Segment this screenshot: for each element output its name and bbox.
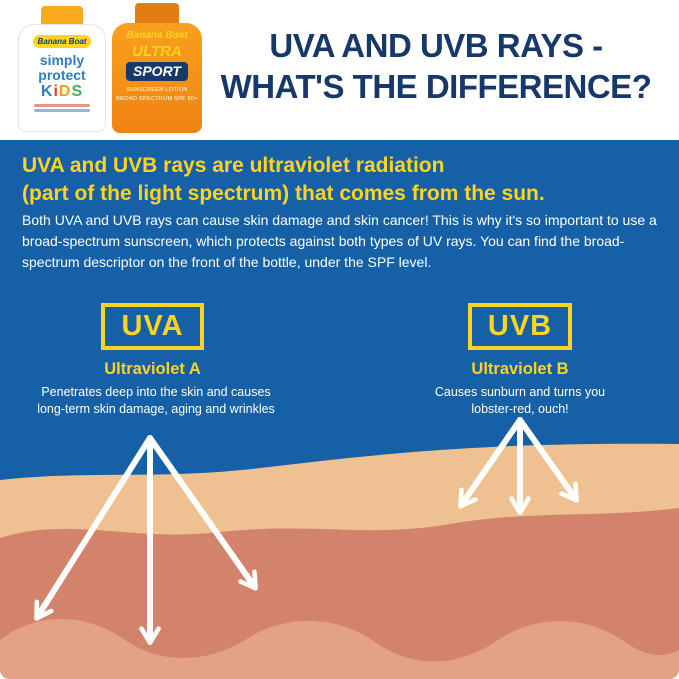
- product-name-line1: ULTRA: [132, 43, 182, 60]
- uvb-description: Causes sunburn and turns you lobster-red…: [434, 385, 606, 417]
- uva-ray-left: [34, 435, 153, 621]
- brand-logo: Banana Boat: [32, 35, 92, 48]
- header: Banana Boat simply protect KiDS Banana B…: [0, 0, 679, 140]
- kids-letter: S: [71, 83, 84, 101]
- product-name: simply protect: [19, 53, 105, 82]
- product-name-line2: protect: [38, 66, 86, 83]
- product-name-line2: SPORT: [126, 61, 188, 81]
- uvb-column: UVB Ultraviolet B Causes sunburn and tur…: [402, 303, 638, 418]
- uva-ray-right: [147, 435, 258, 591]
- fine-print-bar: [34, 104, 90, 108]
- kids-letter: i: [53, 83, 59, 101]
- intro-lead-line1: UVA and UVB rays are ultraviolet radiati…: [22, 154, 445, 177]
- product-bottle-ultra-sport: Banana Boat ULTRA SPORT SUNSCREEN LOTION…: [112, 3, 202, 136]
- product-fine-print: SUNSCREEN LOTION BROAD SPECTRUM SPF 50+: [112, 86, 202, 104]
- uvb-ray-left: [458, 417, 523, 509]
- kids-letter: D: [58, 83, 72, 101]
- intro-lead: UVA and UVB rays are ultraviolet radiati…: [22, 152, 656, 207]
- fine-print-line: BROAD SPECTRUM SPF 50+: [116, 95, 198, 102]
- fine-print-bar: [34, 109, 90, 113]
- uva-column: UVA Ultraviolet A Penetrates deep into t…: [30, 303, 275, 418]
- uvb-name: Ultraviolet B: [471, 360, 569, 379]
- uva-description: Penetrates deep into the skin and causes…: [37, 385, 275, 417]
- intro-body: Both UVA and UVB rays can cause skin dam…: [22, 212, 657, 270]
- skin-bottom-layer: [0, 619, 679, 679]
- uva-badge: UVA: [101, 303, 204, 351]
- skin-illustration: [0, 417, 679, 679]
- product-bottle-simply-protect: Banana Boat simply protect KiDS: [18, 6, 106, 136]
- content-panel: UVA and UVB rays are ultraviolet radiati…: [0, 140, 679, 679]
- intro-lead-line2: (part of the light spectrum) that comes …: [22, 181, 545, 205]
- uva-name: Ultraviolet A: [104, 360, 201, 379]
- bottle-cap: [135, 3, 179, 25]
- fine-print-line: SUNSCREEN LOTION: [126, 87, 188, 93]
- uva-rays: [34, 435, 258, 646]
- bottle-label: Banana Boat simply protect KiDS: [18, 24, 106, 132]
- uvb-rays: [458, 417, 579, 516]
- page-title-line2: WHAT'S THE DIFFERENCE?: [220, 67, 652, 105]
- kids-letter: K: [40, 83, 54, 101]
- product-name-line1: simply: [39, 52, 85, 68]
- uvb-badge: UVB: [467, 303, 573, 351]
- page-title: UVA AND UVB RAYS - WHAT'S THE DIFFERENCE…: [205, 26, 667, 108]
- kids-wordmark: KiDS: [19, 84, 105, 100]
- brand-logo: Banana Boat: [126, 30, 188, 41]
- bottle-label: Banana Boat ULTRA SPORT SUNSCREEN LOTION…: [112, 23, 202, 133]
- uvb-ray-right: [517, 417, 579, 503]
- bottle-cap: [41, 6, 83, 26]
- page-title-line1: UVA AND UVB RAYS -: [269, 27, 603, 64]
